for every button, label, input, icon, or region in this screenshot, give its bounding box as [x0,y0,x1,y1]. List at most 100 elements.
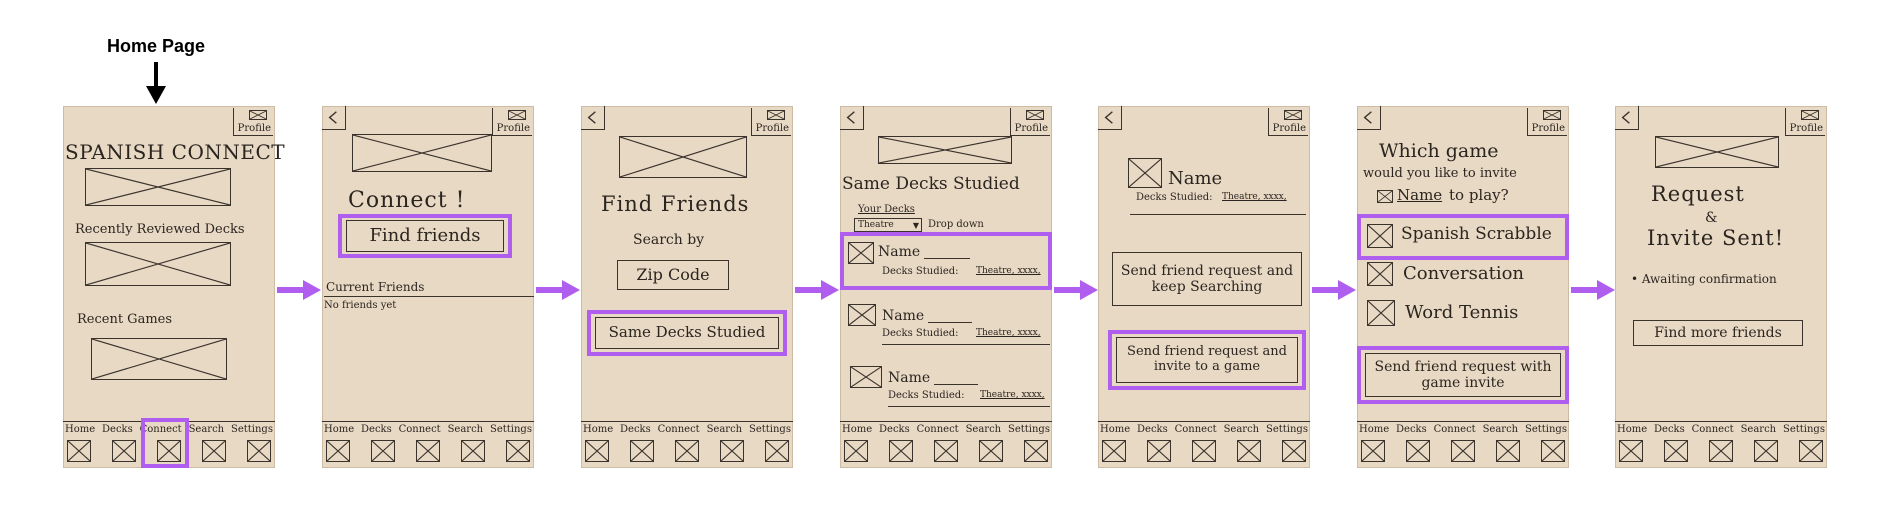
nav-home-label[interactable]: Home [324,424,355,435]
nav-settings-icon[interactable] [765,440,789,462]
same-decks-button[interactable]: Same Decks Studied [595,317,779,349]
nav-settings-icon[interactable] [1799,440,1823,462]
nav-search-label[interactable]: Search [1223,424,1260,435]
back-button[interactable] [1098,106,1122,130]
nav-connect-icon[interactable] [416,440,440,462]
back-button[interactable] [322,106,346,130]
recent-decks-image-placeholder[interactable] [85,242,231,286]
nav-settings-label[interactable]: Settings [1265,424,1308,435]
profile-button[interactable]: Profile [492,108,532,136]
game2-checkbox[interactable] [1367,262,1393,286]
nav-connect-icon[interactable] [157,440,181,462]
nav-search-label[interactable]: Search [1482,424,1519,435]
send-request-game-invite-button[interactable]: Send friend request with game invite [1365,353,1561,397]
result-3-name[interactable]: Name [888,370,931,386]
find-more-friends-button[interactable]: Find more friends [1633,320,1803,346]
nav-settings-icon[interactable] [1024,440,1048,462]
profile-button[interactable]: Profile [1268,108,1308,136]
nav-home-icon[interactable] [1619,440,1643,462]
nav-settings-icon[interactable] [1541,440,1565,462]
nav-settings-icon[interactable] [506,440,530,462]
nav-home-icon[interactable] [585,440,609,462]
nav-settings-label[interactable]: Settings [1524,424,1567,435]
nav-search-icon[interactable] [461,440,485,462]
profile-button[interactable]: Profile [1010,108,1050,136]
nav-connect-label[interactable]: Connect [1691,424,1734,435]
nav-decks-icon[interactable] [1664,440,1688,462]
result-2-name[interactable]: Name [882,308,925,324]
nav-settings-label[interactable]: Settings [1782,424,1825,435]
send-request-keep-searching-button[interactable]: Send friend request and keep Searching [1112,252,1302,306]
nav-decks-label[interactable]: Decks [361,424,392,435]
nav-search-label[interactable]: Search [1740,424,1777,435]
nav-home-label[interactable]: Home [1617,424,1648,435]
find-friends-button[interactable]: Find friends [346,220,504,252]
nav-settings-icon[interactable] [247,440,271,462]
nav-settings-label[interactable]: Settings [1007,424,1050,435]
recent-games-image-placeholder[interactable] [91,338,227,380]
nav-connect-icon[interactable] [1192,440,1216,462]
nav-connect-label[interactable]: Connect [398,424,441,435]
nav-search-label[interactable]: Search [447,424,484,435]
nav-decks-icon[interactable] [371,440,395,462]
nav-search-label[interactable]: Search [706,424,743,435]
nav-decks-icon[interactable] [889,440,913,462]
game3-checkbox[interactable] [1367,300,1395,326]
nav-settings-label[interactable]: Settings [230,424,273,435]
nav-search-icon[interactable] [720,440,744,462]
nav-connect-label[interactable]: Connect [916,424,959,435]
nav-settings-label[interactable]: Settings [748,424,791,435]
back-button[interactable] [581,106,605,130]
nav-decks-label[interactable]: Decks [879,424,910,435]
nav-home-icon[interactable] [844,440,868,462]
nav-connect-label[interactable]: Connect [139,424,182,435]
nav-home-label[interactable]: Home [583,424,614,435]
nav-connect-label[interactable]: Connect [657,424,700,435]
nav-connect-icon[interactable] [1451,440,1475,462]
nav-connect-icon[interactable] [934,440,958,462]
nav-decks-label[interactable]: Decks [620,424,651,435]
game2-label[interactable]: Conversation [1403,263,1525,284]
nav-decks-icon[interactable] [1147,440,1171,462]
nav-decks-label[interactable]: Decks [1396,424,1427,435]
nav-home-label[interactable]: Home [842,424,873,435]
game1-label[interactable]: Spanish Scrabble [1401,224,1552,244]
back-button[interactable] [1615,106,1639,130]
nav-settings-icon[interactable] [1282,440,1306,462]
nav-decks-label[interactable]: Decks [102,424,133,435]
nav-decks-icon[interactable] [630,440,654,462]
result-1-name[interactable]: Name [878,244,921,260]
profile-button[interactable]: Profile [1527,108,1567,136]
nav-decks-icon[interactable] [112,440,136,462]
nav-decks-label[interactable]: Decks [1654,424,1685,435]
profile-button[interactable]: Profile [233,108,273,136]
nav-search-icon[interactable] [1496,440,1520,462]
nav-search-icon[interactable] [979,440,1003,462]
nav-home-label[interactable]: Home [65,424,96,435]
nav-home-icon[interactable] [326,440,350,462]
nav-connect-label[interactable]: Connect [1433,424,1476,435]
nav-search-label[interactable]: Search [188,424,225,435]
nav-home-icon[interactable] [1102,440,1126,462]
nav-settings-label[interactable]: Settings [489,424,532,435]
back-button[interactable] [1357,106,1381,130]
nav-decks-label[interactable]: Decks [1137,424,1168,435]
profile-button[interactable]: Profile [751,108,791,136]
nav-home-label[interactable]: Home [1359,424,1390,435]
deck-dropdown[interactable]: Theatre ▼ [854,218,922,232]
back-button[interactable] [840,106,864,130]
nav-home-icon[interactable] [67,440,91,462]
nav-decks-icon[interactable] [1406,440,1430,462]
nav-home-icon[interactable] [1361,440,1385,462]
nav-connect-icon[interactable] [675,440,699,462]
game1-checkbox[interactable] [1367,224,1393,248]
profile-button[interactable]: Profile [1785,108,1825,136]
game3-label[interactable]: Word Tennis [1405,302,1519,323]
nav-search-icon[interactable] [1237,440,1261,462]
nav-search-icon[interactable] [202,440,226,462]
send-request-invite-game-button[interactable]: Send friend request and invite to a game [1116,337,1298,383]
nav-home-label[interactable]: Home [1100,424,1131,435]
zip-code-button[interactable]: Zip Code [617,260,729,290]
nav-search-label[interactable]: Search [965,424,1002,435]
nav-search-icon[interactable] [1754,440,1778,462]
